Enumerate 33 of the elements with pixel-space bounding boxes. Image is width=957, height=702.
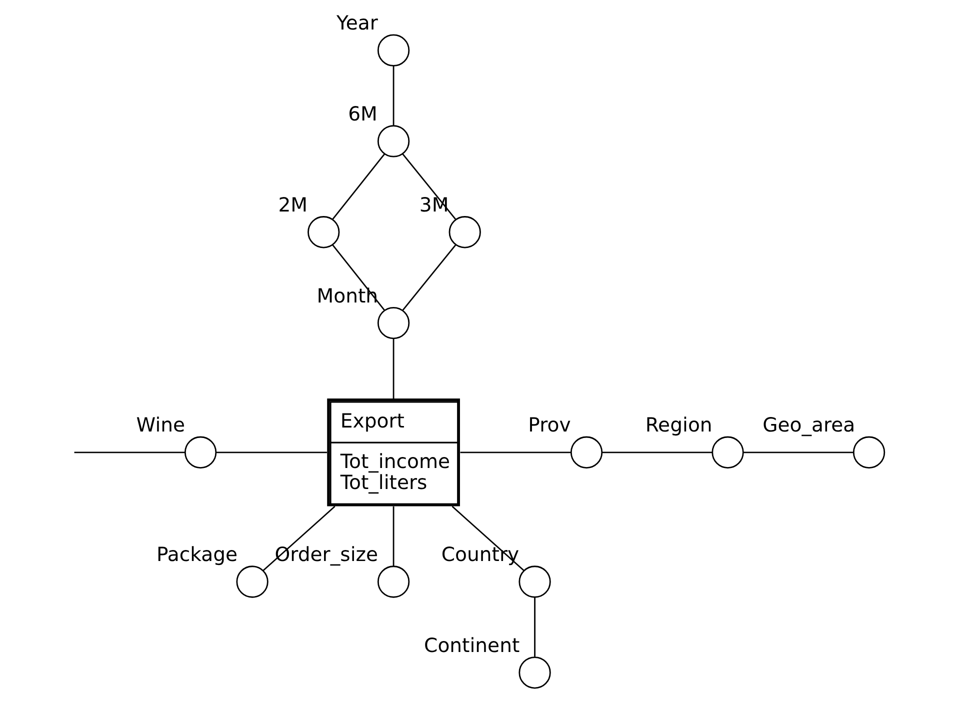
node-circle (308, 216, 340, 248)
connector (392, 66, 394, 126)
node-label: Package (156, 543, 238, 566)
connector (332, 154, 385, 220)
node-circle (377, 34, 410, 66)
node-label: Geo_area (762, 414, 856, 437)
connector (392, 506, 394, 566)
node-circle (518, 566, 551, 598)
node-label: Year (336, 12, 378, 35)
node-circle (712, 436, 744, 468)
connector (74, 452, 185, 454)
node-circle (570, 436, 603, 468)
node-circle (518, 656, 551, 689)
node-label: 6M (348, 102, 378, 126)
node-circle (377, 566, 410, 598)
connector (216, 452, 327, 454)
node-circle (377, 306, 410, 340)
node-circle (448, 216, 481, 248)
connector (402, 244, 456, 311)
node-circle (852, 436, 886, 468)
connector (602, 452, 712, 454)
connector (534, 597, 536, 657)
node-circle (236, 566, 268, 598)
node-circle (377, 125, 410, 158)
connector (743, 452, 854, 454)
node-label: Region (645, 414, 712, 437)
connector (460, 452, 571, 454)
node-circle (184, 436, 217, 468)
connector (392, 338, 394, 398)
node-label: Wine (136, 414, 186, 437)
node-label: Continent (424, 634, 520, 657)
node-label: 2M (278, 193, 308, 216)
node-label: Prov (528, 414, 571, 437)
